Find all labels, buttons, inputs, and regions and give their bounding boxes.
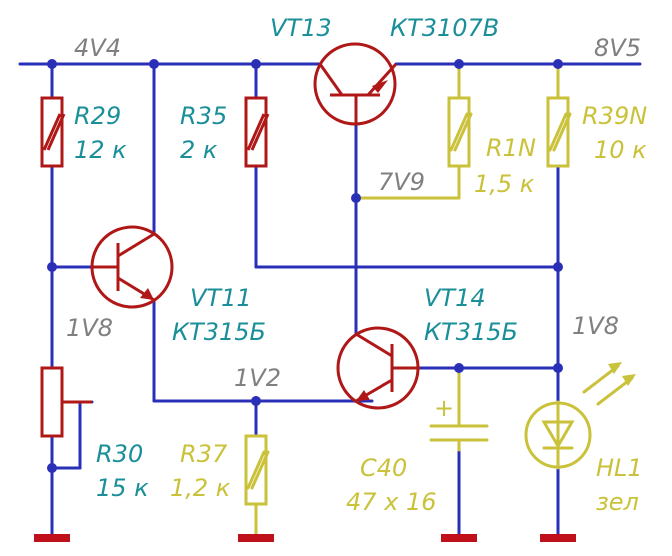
vt14-ref-label: VT14 xyxy=(424,284,486,312)
r29-value-label: 12 к xyxy=(74,136,127,164)
resistor-r1n xyxy=(447,96,473,168)
net-label-1v8-left: 1V8 xyxy=(66,314,113,342)
led-hl1 xyxy=(524,400,592,470)
net-label-1v8-right: 1V8 xyxy=(572,312,619,340)
vt11-ref-label: VT11 xyxy=(190,284,252,312)
hl1-value-label: зел xyxy=(596,488,639,516)
r37-value-label: 1,2 к xyxy=(170,474,231,502)
vt13-ref-label: VT13 xyxy=(270,14,332,42)
r35-ref-label: R35 xyxy=(180,102,227,130)
led-light-arrows-icon xyxy=(582,362,636,406)
vt11-value-label: КТ315Б xyxy=(172,318,266,346)
transistor-vt11 xyxy=(90,225,174,309)
potentiometer-r30 xyxy=(40,366,92,438)
c40-ref-label: C40 xyxy=(360,454,407,482)
net-label-rail-right: 8V5 xyxy=(594,34,641,62)
capacitor-c40 xyxy=(429,424,489,452)
r39n-value-label: 10 к xyxy=(594,136,647,164)
net-label-7v9: 7V9 xyxy=(378,168,425,196)
r39n-ref-label: R39N xyxy=(582,102,647,130)
r1n-ref-label: R1N xyxy=(486,134,536,162)
r30-value-label: 15 к xyxy=(96,474,149,502)
transistor-vt13 xyxy=(313,42,398,126)
vt13-value-label: КТ3107В xyxy=(390,14,499,42)
junction-dots xyxy=(47,59,563,473)
net-label-1v2: 1V2 xyxy=(234,364,281,392)
wires-new xyxy=(254,62,560,538)
hl1-ref-label: HL1 xyxy=(596,454,643,482)
r1n-value-label: 1,5 к xyxy=(474,170,535,198)
resistor-r35 xyxy=(244,96,270,168)
c40-value-label: 47 х 16 xyxy=(346,488,437,516)
resistor-r37 xyxy=(244,434,270,506)
ground-symbols xyxy=(34,534,576,542)
r29-ref-label: R29 xyxy=(74,102,121,130)
resistor-r29 xyxy=(40,96,66,168)
r30-ref-label: R30 xyxy=(96,440,143,468)
c40-polarity-mark: + xyxy=(434,394,454,422)
vt14-value-label: КТ315Б xyxy=(424,318,518,346)
resistor-r39n xyxy=(546,96,572,168)
transistor-vt14 xyxy=(336,326,420,410)
net-label-rail-left: 4V4 xyxy=(74,34,121,62)
r35-value-label: 2 к xyxy=(180,136,218,164)
r37-ref-label: R37 xyxy=(180,440,228,468)
